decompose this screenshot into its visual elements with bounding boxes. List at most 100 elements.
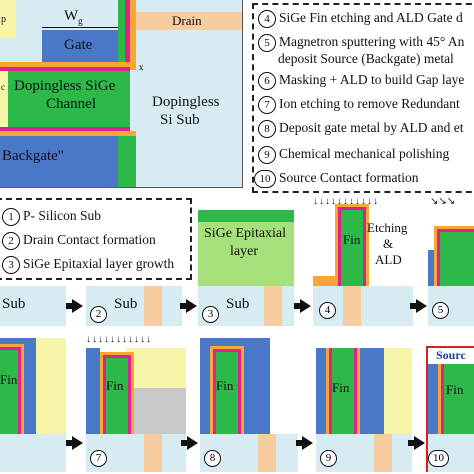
panel-7-number: 7 xyxy=(90,450,107,467)
panel-10-fin xyxy=(444,364,474,434)
panel-9-drain xyxy=(374,434,392,472)
arrow-7-8 xyxy=(181,436,198,450)
panel-4-number: 4 xyxy=(319,302,336,319)
panel-5-angled-arrows: ↘↘↘ xyxy=(430,196,456,207)
panel-3-sige-line1: SiGe Epitaxial xyxy=(204,226,287,241)
p-label: p xyxy=(1,14,6,25)
panel-9-fin-label: Fin xyxy=(332,380,350,395)
drain-region xyxy=(136,12,242,30)
panel-5: ↘↘↘ 5 xyxy=(428,196,474,326)
steps-box-left xyxy=(0,198,192,280)
arrow-4-5 xyxy=(410,299,427,313)
lower-magenta xyxy=(0,127,130,131)
c-label: c xyxy=(1,82,5,92)
panel-10-fin-label: Fin xyxy=(446,382,464,397)
arrow-6-7 xyxy=(66,436,83,450)
arrow-1-2 xyxy=(66,299,83,313)
oxide-magenta-vertical xyxy=(125,0,130,70)
panel-7-ion-arrows: ↓↓↓↓↓↓↓↓↓↓↓ xyxy=(86,334,152,345)
panel-8-blue-right xyxy=(258,388,270,434)
panel-3-number: 3 xyxy=(202,306,219,323)
panel-4-ald: ALD xyxy=(375,252,402,267)
panel-9-yellow xyxy=(384,348,412,434)
panel-3-drain xyxy=(264,286,282,326)
lower-orange xyxy=(0,131,136,136)
panel-3: SiGe Epitaxial layer Sub 3 xyxy=(198,210,294,326)
panel-6-fin-label: Fin xyxy=(0,372,18,387)
arrow-8-9 xyxy=(296,436,313,450)
panel-8-fin xyxy=(216,352,238,434)
p-region xyxy=(0,0,16,38)
arrow-3-4 xyxy=(294,299,311,313)
panel-2-number: 2 xyxy=(90,306,107,323)
panel-2: Sub 2 xyxy=(86,286,182,326)
backgate-label: Backgate" xyxy=(2,148,64,164)
panel-2-drain xyxy=(144,286,162,326)
panel-8-fin-label: Fin xyxy=(216,378,234,393)
panel-6-fin xyxy=(0,350,18,434)
panel-5-fin xyxy=(440,232,474,286)
panel-7-drain xyxy=(144,434,162,472)
oxide-green-vertical xyxy=(118,0,125,70)
x-label: x xyxy=(139,62,144,72)
panel-4-drain xyxy=(343,286,361,326)
panel-3-sub-label: Sub xyxy=(226,296,250,312)
panel-1-sub-label: Sub xyxy=(2,296,26,312)
oxide-orange-horizontal xyxy=(0,62,136,67)
panel-7-fin-label: Fin xyxy=(106,378,124,393)
panel-5-number: 5 xyxy=(432,302,449,319)
step-5b-text: deposit Source (Backgate) metal xyxy=(278,51,454,66)
panel-4-fin-label: Fin xyxy=(343,232,361,247)
panel-3-sige-line2: layer xyxy=(230,244,258,259)
panel-4-yellow-base xyxy=(313,276,335,286)
drain-label: Drain xyxy=(172,13,202,28)
arrow-2-3 xyxy=(180,299,197,313)
panel-2-sub-label: Sub xyxy=(114,296,138,312)
panel-9-number: 9 xyxy=(320,450,337,467)
panel-8-drain xyxy=(258,434,276,472)
panel-6-sub xyxy=(0,434,66,472)
gate-region xyxy=(42,30,118,62)
device-cross-section: p Wg Gate Drain x c Dopingless SiGe Chan… xyxy=(0,0,243,188)
panel-8-number: 8 xyxy=(204,450,221,467)
panel-4-etching: Etching xyxy=(367,220,408,235)
wg-label: Wg xyxy=(64,8,83,26)
panel-8: Fin 8 xyxy=(200,338,298,472)
backgate-region xyxy=(0,136,130,187)
oxide-magenta-horizontal xyxy=(0,67,130,71)
panel-10-source-label: Sourc xyxy=(436,348,466,362)
channel-label-line1: Dopingless SiGe xyxy=(14,78,116,94)
wg-dimension-line xyxy=(42,27,118,28)
channel-left-yellow xyxy=(0,71,8,127)
panel-3-top-green xyxy=(198,210,294,222)
panel-7-fin xyxy=(106,358,128,434)
panel-4-ion-arrows: ↓↓↓↓↓↓↓↓↓↓↓ xyxy=(313,196,379,207)
panel-4-amp: & xyxy=(383,236,394,251)
panel-10-number: 10 xyxy=(428,450,449,467)
panel-7-gray xyxy=(134,388,186,434)
sub-label-line2: Si Sub xyxy=(160,112,200,128)
steps-box-right xyxy=(252,3,474,193)
panel-3-sige xyxy=(198,222,294,286)
oxide-orange-vertical xyxy=(130,0,136,70)
channel-region xyxy=(0,71,130,127)
panel-4: ↓↓↓↓↓↓↓↓↓↓↓ Fin 4 Etching & ALD xyxy=(313,196,413,326)
panel-9: Fin 9 xyxy=(316,338,412,472)
channel-label-line2: Channel xyxy=(46,96,96,112)
panel-1: Sub xyxy=(0,286,66,326)
panel-6: Fin xyxy=(0,338,66,472)
panel-9-fin xyxy=(332,348,354,434)
arrow-9-10 xyxy=(408,436,425,450)
panel-4-fin xyxy=(341,210,363,286)
gate-label: Gate xyxy=(64,37,93,53)
backgate-right-green xyxy=(118,136,136,187)
